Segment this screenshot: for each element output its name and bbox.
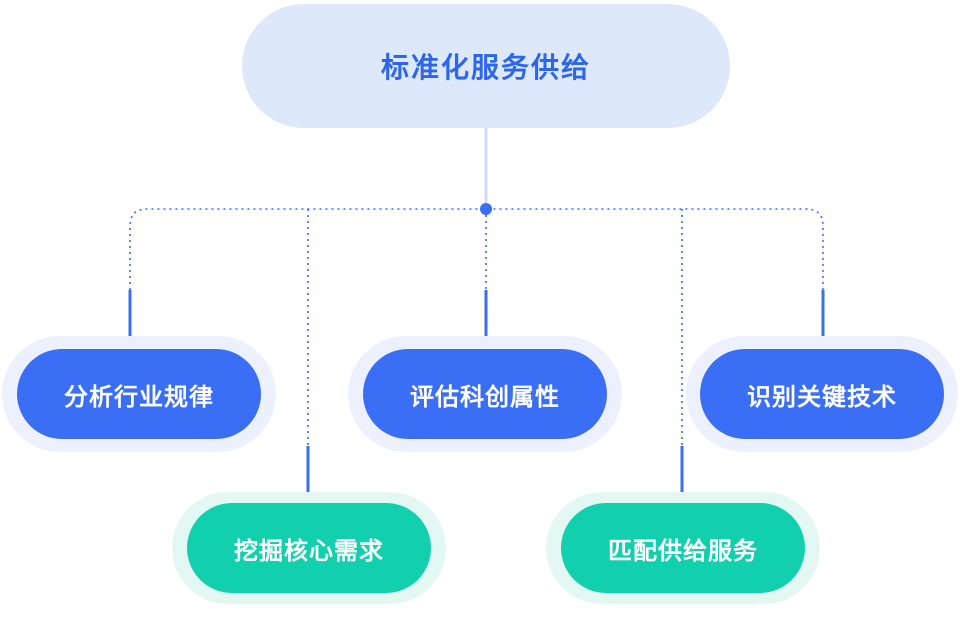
junction-dot <box>480 203 492 215</box>
node-analyze-industry-label: 分析行业规律 <box>17 349 261 439</box>
node-analyze-industry: 分析行业规律 <box>2 336 276 452</box>
node-evaluate-innovation-label: 评估科创属性 <box>363 349 607 439</box>
root-node-label: 标准化服务供给 <box>380 51 591 84</box>
node-discover-demand: 挖掘核心需求 <box>172 492 446 604</box>
node-evaluate-innovation: 评估科创属性 <box>348 336 622 452</box>
node-discover-demand-label: 挖掘核心需求 <box>187 503 431 593</box>
node-identify-technology: 识别关键技术 <box>686 336 958 452</box>
node-match-services-label: 匹配供给服务 <box>561 503 805 593</box>
root-node: 标准化服务供给 <box>242 4 730 128</box>
node-identify-technology-label: 识别关键技术 <box>700 349 944 439</box>
node-match-services: 匹配供给服务 <box>546 492 820 604</box>
dotted-bus <box>129 208 824 290</box>
